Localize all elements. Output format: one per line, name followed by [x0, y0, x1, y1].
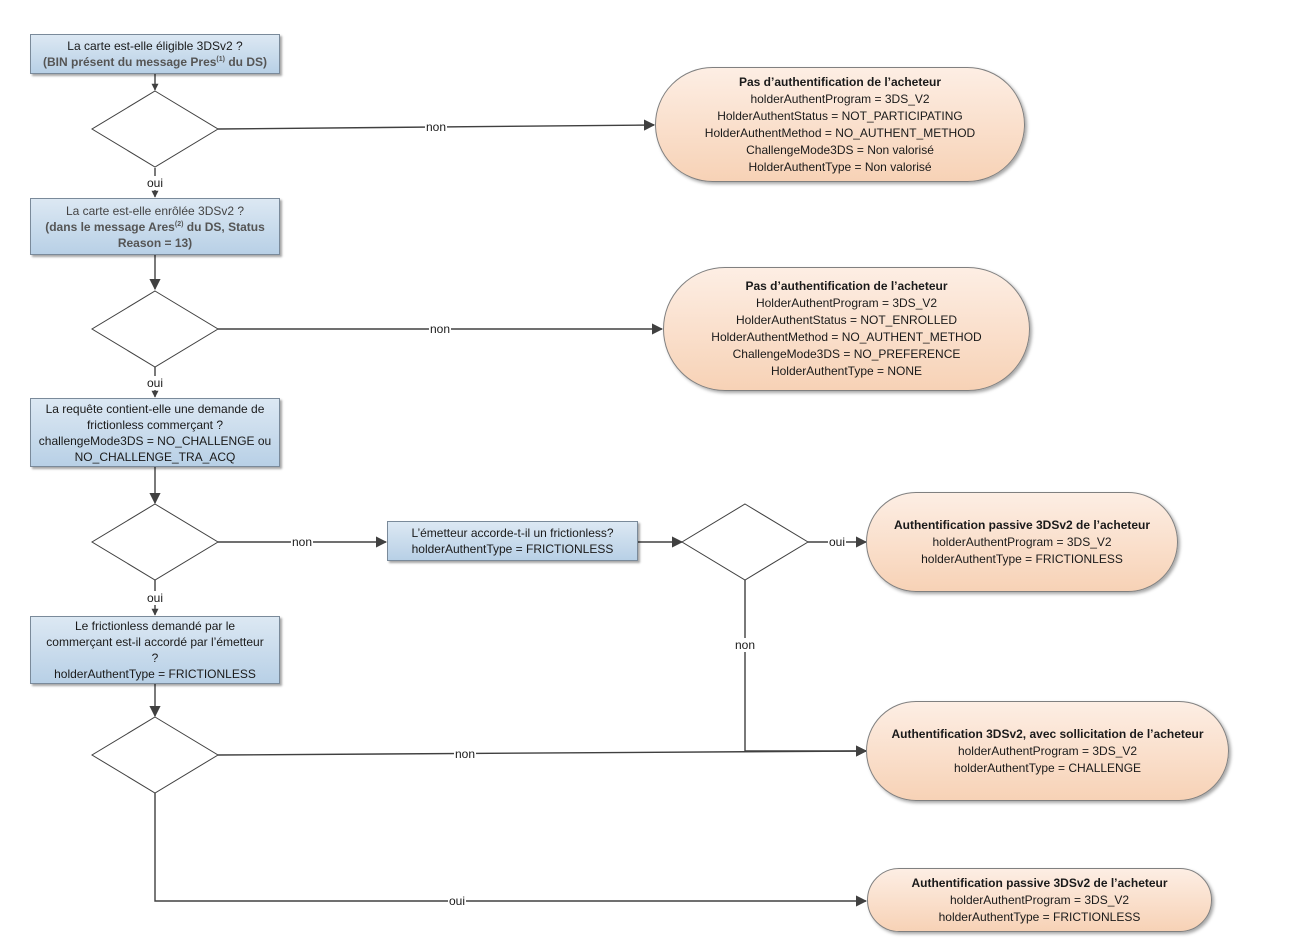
- r2-line: ChallengeMode3DS = NO_PREFERENCE: [732, 347, 961, 361]
- r1-line: holderAuthentProgram = 3DS_V2: [750, 91, 930, 106]
- r2-line: HolderAuthentProgram = 3DS_V2: [755, 296, 938, 310]
- decision-diamond-2: [91, 290, 219, 368]
- q1-footnote: (1): [216, 56, 225, 63]
- q3-line4: NO_CHALLENGE_TRA_ACQ: [74, 449, 236, 464]
- r2-title: Pas d’authentification de l’acheteur: [745, 279, 948, 293]
- result-passive-frictionless-issuer: Authentification passive 3DSv2 de l’ache…: [866, 492, 1178, 592]
- r5-title: Authentification passive 3DSv2 de l’ache…: [911, 875, 1168, 890]
- q2-line1: La carte est-elle enrôlée 3DSv2 ?: [65, 203, 245, 218]
- decision-diamond-4: [681, 503, 809, 581]
- edge-label-no-2: non: [428, 322, 452, 336]
- edge-label-yes-4: oui: [827, 535, 847, 549]
- q2-footnote: (2): [174, 220, 184, 228]
- r3-line: holderAuthentProgram = 3DS_V2: [932, 534, 1112, 549]
- r2-line: HolderAuthentType = NONE: [770, 364, 923, 378]
- q4-line1: L’émetteur accorde-t-il un frictionless?: [411, 526, 614, 540]
- decision-diamond-1: [91, 90, 219, 168]
- edge-label-no-1: non: [424, 120, 448, 134]
- r1-title: Pas d’authentification de l’acheteur: [738, 74, 942, 89]
- r1-line: HolderAuthentType = Non valorisé: [748, 159, 932, 174]
- edge-label-no-3: non: [290, 535, 314, 549]
- r3-line: holderAuthentType = FRICTIONLESS: [921, 551, 1123, 566]
- r3-title: Authentification passive 3DSv2 de l’ache…: [893, 517, 1151, 532]
- q2-line3: Reason = 13): [117, 235, 193, 250]
- r4-line: holderAuthentType = CHALLENGE: [953, 760, 1142, 775]
- r5-line: holderAuthentProgram = 3DS_V2: [949, 892, 1130, 907]
- edge-d4-r4: [744, 580, 868, 757]
- question-card-frictionless-request: La requête contient-elle une demande de …: [30, 398, 280, 467]
- r2-line: HolderAuthentStatus = NOT_ENROLLED: [735, 313, 958, 327]
- edge-label-no-4: non: [733, 638, 757, 652]
- q3-line3: challengeMode3DS = NO_CHALLENGE ou: [38, 433, 272, 448]
- q1-line2b: du DS): [224, 55, 267, 69]
- q5-line4: holderAuthentType = FRICTIONLESS: [54, 667, 256, 681]
- edge-label-no-5: non: [453, 747, 477, 761]
- result-not-participating: Pas d’authentification de l’acheteur hol…: [655, 67, 1025, 182]
- edge-label-yes-1: oui: [145, 176, 165, 190]
- q3-line1: La requête contient-elle une demande de: [45, 401, 265, 416]
- question-card-eligible: La carte est-elle éligible 3DSv2 ? (BIN …: [30, 34, 280, 74]
- r4-line: holderAuthentProgram = 3DS_V2: [957, 743, 1138, 758]
- question-card-issuer-frictionless: L’émetteur accorde-t-il un frictionless?…: [387, 521, 638, 561]
- r1-line: HolderAuthentStatus = NOT_PARTICIPATING: [717, 108, 963, 123]
- result-not-enrolled: Pas d’authentification de l’acheteur Hol…: [663, 267, 1030, 391]
- r1-line: ChallengeMode3DS = Non valorisé: [746, 142, 934, 157]
- edge-d5-r4: [217, 745, 868, 757]
- q4-line2: holderAuthentType = FRICTIONLESS: [411, 542, 614, 556]
- r4-title: Authentification 3DSv2, avec sollicitati…: [891, 726, 1204, 741]
- q3-line2: frictionless commerçant ?: [86, 417, 224, 432]
- q5-line3: ?: [151, 651, 159, 665]
- question-card-frictionless-granted: Le frictionless demandé par le commerçan…: [30, 616, 280, 684]
- q1-line1: La carte est-elle éligible 3DSv2 ?: [67, 39, 243, 53]
- q2-line2b: du DS, Status: [183, 219, 265, 234]
- r2-line: HolderAuthentMethod = NO_AUTHENT_METHOD: [711, 330, 982, 344]
- decision-diamond-5: [91, 716, 219, 794]
- decision-diamond-3: [91, 503, 219, 581]
- q2-line2a: (dans le message Ares: [45, 219, 175, 234]
- q5-line1: Le frictionless demandé par le: [74, 619, 236, 633]
- edge-label-yes-2: oui: [145, 376, 165, 390]
- question-card-enrolled: La carte est-elle enrôlée 3DSv2 ? (dans …: [30, 198, 280, 255]
- result-passive-frictionless-merchant: Authentification passive 3DSv2 de l’ache…: [867, 868, 1212, 932]
- result-challenge: Authentification 3DSv2, avec sollicitati…: [866, 701, 1229, 801]
- r1-line: HolderAuthentMethod = NO_AUTHENT_METHOD: [704, 125, 976, 140]
- edge-label-yes-3: oui: [145, 591, 165, 605]
- edge-label-yes-5: oui: [447, 894, 467, 908]
- r5-line: holderAuthentType = FRICTIONLESS: [938, 909, 1141, 924]
- edge-d5-r5: [154, 793, 868, 907]
- q5-line2: commerçant est-il accordé par l’émetteur: [46, 635, 264, 649]
- q1-line2a: (BIN présent du message Pres: [43, 55, 217, 69]
